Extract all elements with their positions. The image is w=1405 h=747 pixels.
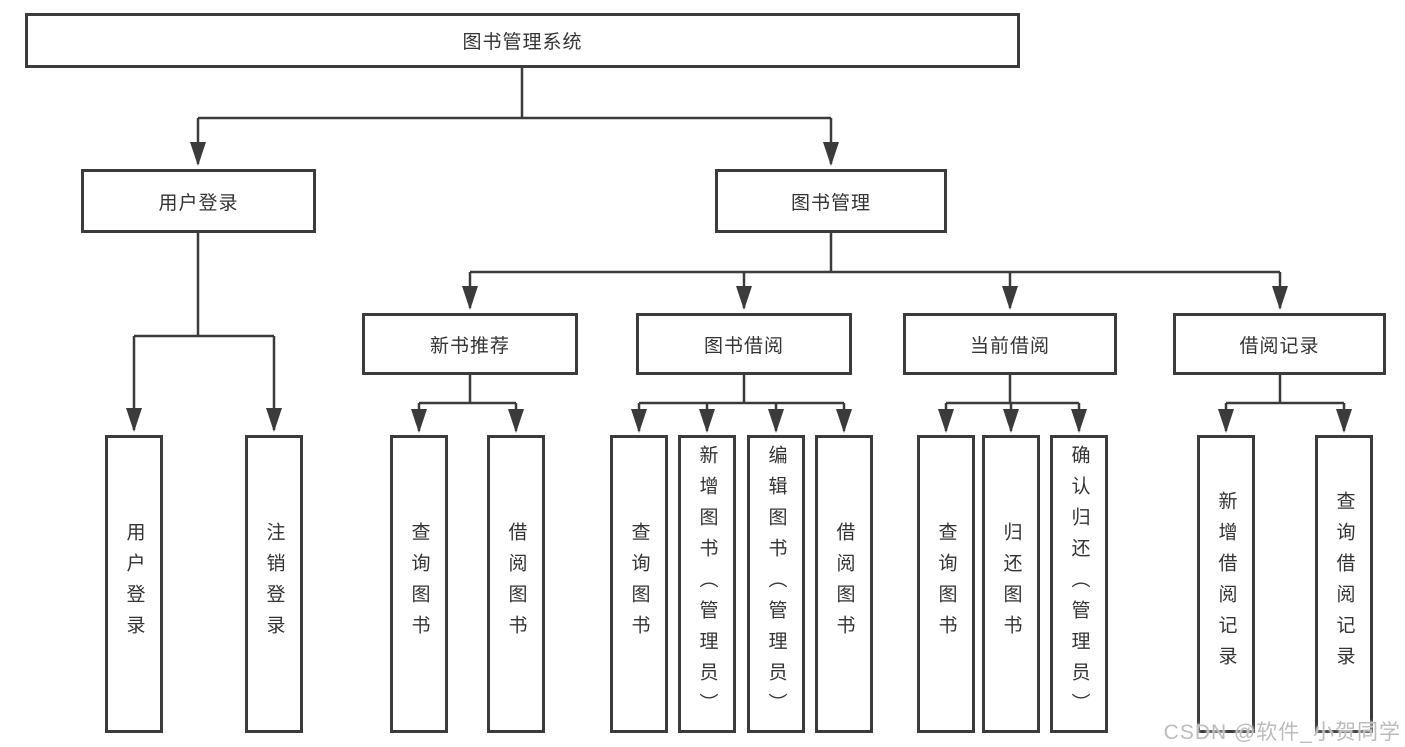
leaf-user-login: 用户登录	[105, 435, 163, 733]
leaf-recommend-borrow-books: 借阅图书	[487, 435, 545, 733]
leaf-label: 编辑图书（管理员）	[765, 444, 787, 724]
node-current-borrowing: 当前借阅	[903, 313, 1117, 375]
leaf-edit-books-admin: 编辑图书（管理员）	[747, 435, 805, 733]
node-library-management-system: 图书管理系统	[25, 13, 1020, 68]
leaf-label: 确认归还（管理员）	[1068, 444, 1090, 724]
node-label: 用户登录	[158, 192, 239, 214]
leaf-label: 查询图书	[408, 522, 430, 646]
leaf-label: 新增图书（管理员）	[696, 444, 718, 724]
watermark-text: CSDN @软件_小贺同学	[1163, 721, 1401, 744]
node-label: 图书管理系统	[462, 32, 583, 53]
leaf-add-books-admin: 新增图书（管理员）	[678, 435, 736, 733]
node-book-borrowing: 图书借阅	[636, 313, 852, 375]
leaf-confirm-return-admin: 确认归还（管理员）	[1050, 435, 1108, 733]
leaf-query-borrow-record: 查询借阅记录	[1315, 435, 1373, 733]
leaf-borrowing-query-books: 查询图书	[610, 435, 668, 733]
node-book-management: 图书管理	[715, 169, 947, 233]
leaf-label: 查询借阅记录	[1333, 491, 1355, 677]
node-label: 图书借阅	[703, 335, 784, 357]
leaf-label: 用户登录	[123, 522, 145, 646]
leaf-add-borrow-record: 新增借阅记录	[1197, 435, 1255, 733]
leaf-recommend-query-books: 查询图书	[390, 435, 448, 733]
node-new-book-recommendation: 新书推荐	[362, 313, 578, 375]
node-label: 借阅记录	[1239, 335, 1320, 357]
leaf-label: 借阅图书	[833, 522, 855, 646]
node-user-login: 用户登录	[81, 169, 316, 233]
leaf-label: 查询图书	[628, 522, 650, 646]
leaf-borrowing-borrow-books: 借阅图书	[815, 435, 873, 733]
leaf-current-query-books: 查询图书	[917, 435, 975, 733]
leaf-label: 查询图书	[935, 522, 957, 646]
leaf-label: 归还图书	[1000, 522, 1022, 646]
node-label: 当前借阅	[969, 335, 1050, 357]
node-label: 新书推荐	[429, 335, 510, 357]
leaf-logout: 注销登录	[245, 435, 303, 733]
leaf-label: 注销登录	[263, 522, 285, 646]
leaf-label: 新增借阅记录	[1215, 491, 1237, 677]
leaf-label: 借阅图书	[505, 522, 527, 646]
node-label: 图书管理	[790, 192, 871, 214]
node-borrowing-records: 借阅记录	[1173, 313, 1386, 375]
leaf-return-books: 归还图书	[982, 435, 1040, 733]
